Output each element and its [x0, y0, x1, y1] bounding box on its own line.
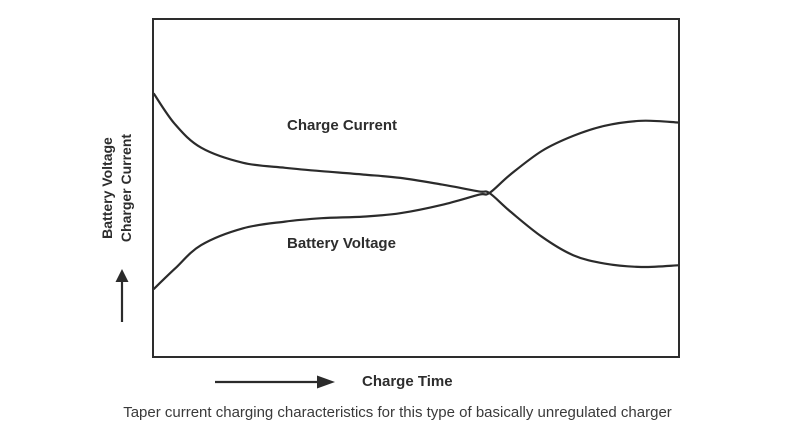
- battery-voltage-label: Battery Voltage: [287, 235, 396, 252]
- figure-caption: Taper current charging characteristics f…: [123, 404, 672, 421]
- curve-charge-current: [154, 92, 678, 269]
- y-axis-label-line2: Charger Current: [118, 133, 134, 243]
- charge-current-label: Charge Current: [287, 117, 398, 134]
- x-axis-arrow-head: [317, 375, 335, 389]
- plot-area: Charge Current Battery Voltage: [152, 18, 680, 358]
- x-axis-arrow-icon: [215, 375, 335, 389]
- curve-battery-voltage: [154, 119, 678, 290]
- y-axis-label: Battery Voltage Charger Current: [98, 103, 136, 273]
- curves-svg: [154, 92, 678, 290]
- y-axis-label-line1: Battery Voltage: [99, 137, 115, 239]
- y-axis-arrow-icon: [115, 269, 129, 322]
- x-axis-label: Charge Time: [362, 373, 453, 390]
- y-axis-arrow-head: [115, 269, 129, 282]
